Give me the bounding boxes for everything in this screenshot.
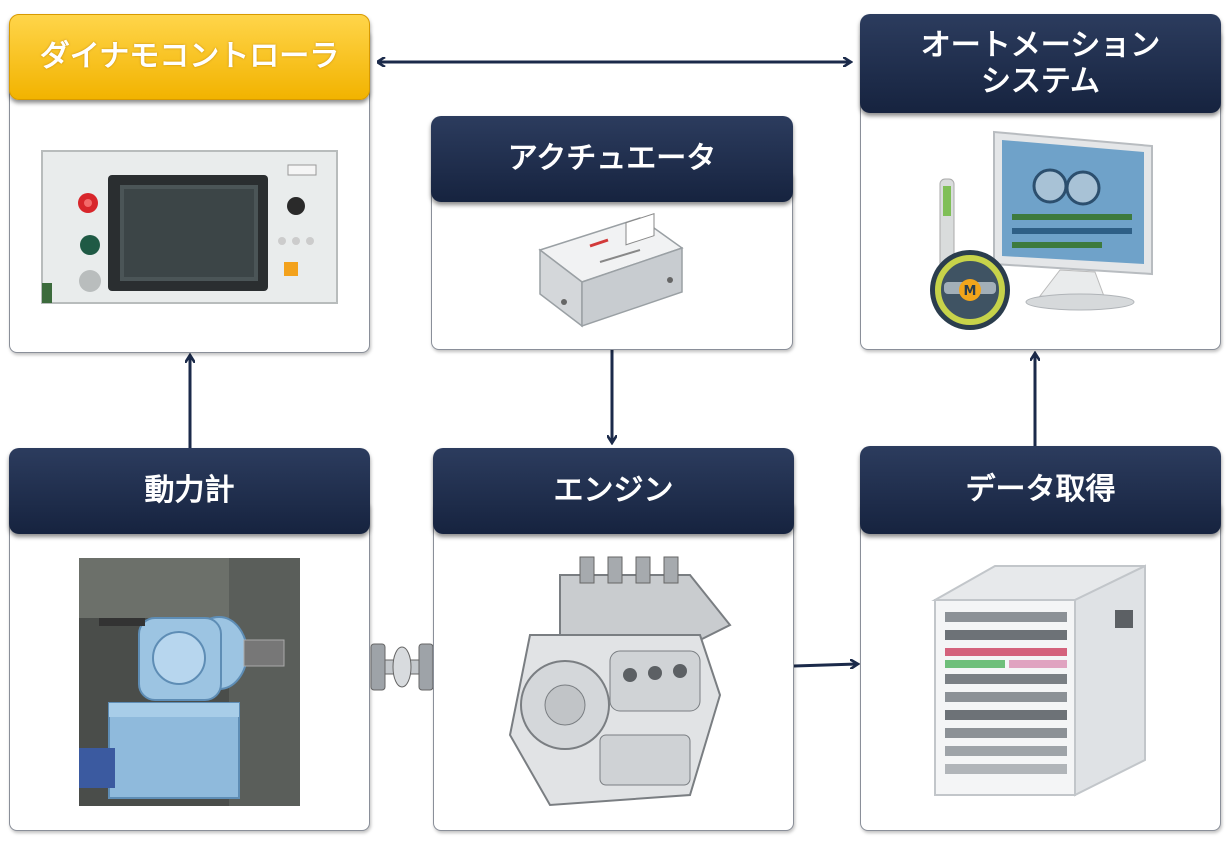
automation-label-line1: オートメーション [920, 27, 1161, 63]
arrow-engine-to-data [793, 664, 857, 666]
engine-header: エンジン [433, 448, 794, 534]
data-acquisition-label: データ取得 [965, 472, 1116, 507]
dynamometer-label: 動力計 [144, 473, 235, 508]
data-rack-icon [931, 564, 1146, 797]
actuator-icon [538, 213, 684, 328]
engine-icon [508, 556, 732, 807]
computer-monitor-icon: M [930, 130, 1153, 330]
svg-text:M: M [964, 284, 977, 299]
actuator-label: アクチュエータ [507, 141, 717, 176]
dyno-controller-header: ダイナモコントローラ [9, 14, 370, 100]
dyno-controller-label: ダイナモコントローラ [39, 39, 340, 74]
shaft-coupling-icon [370, 643, 434, 691]
automation-label-line2: システム [980, 63, 1101, 99]
data-acquisition-header: データ取得 [860, 446, 1221, 534]
dynamometer-header: 動力計 [9, 448, 370, 534]
engine-label: エンジン [553, 473, 674, 508]
automation-header: オートメーション システム [860, 14, 1221, 113]
actuator-header: アクチュエータ [431, 116, 793, 202]
dynamometer-icon [79, 558, 300, 806]
control-panel-icon [41, 150, 338, 304]
